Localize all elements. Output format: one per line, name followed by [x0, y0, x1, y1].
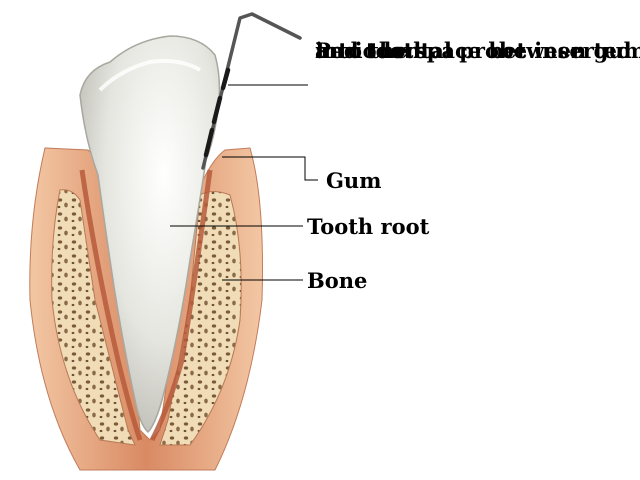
periodontal-probe — [201, 12, 302, 170]
bone-right — [159, 191, 242, 446]
gum-leader-line — [222, 156, 318, 181]
tooth-root-label: Tooth root — [307, 214, 430, 239]
ligament-left — [79, 169, 143, 441]
probe-label-line-2: into the space between gum — [315, 38, 640, 63]
probe-label-line-1: Periodontal probe inserted — [315, 38, 632, 63]
bone-left — [51, 189, 136, 446]
probe-label-line-3: and tooth — [315, 38, 429, 63]
tooth — [79, 35, 221, 434]
crown-highlight — [98, 59, 202, 92]
gum-label: Gum — [326, 168, 382, 193]
ligament-right — [149, 169, 213, 442]
bone-label: Bone — [307, 268, 368, 293]
probe-markings — [203, 67, 231, 158]
